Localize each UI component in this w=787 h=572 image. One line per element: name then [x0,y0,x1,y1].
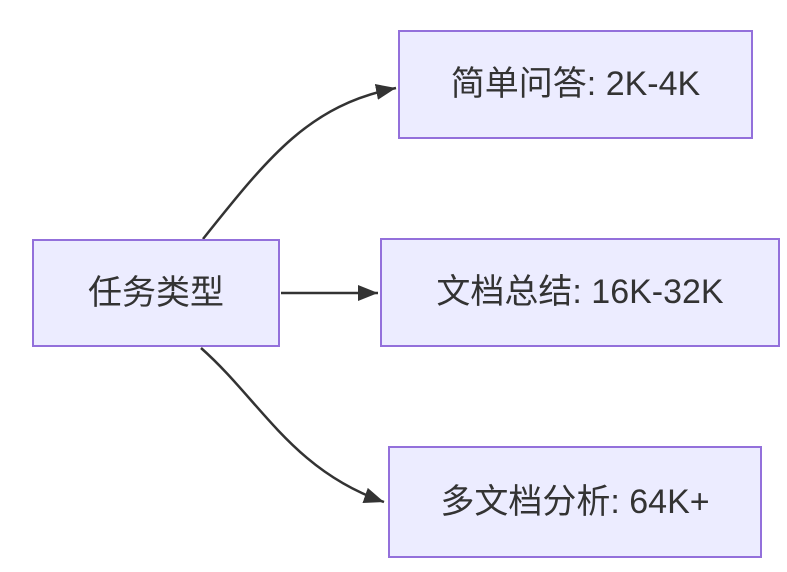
node-simple-qa: 简单问答: 2K-4K [398,30,753,139]
node-multi-doc-analysis-label: 多文档分析: 64K+ [440,482,710,521]
node-task-type: 任务类型 [32,239,280,347]
edge-task-type-to-multi-doc-analysis [200,347,385,504]
node-doc-summary-label: 文档总结: 16K-32K [436,273,724,312]
node-doc-summary: 文档总结: 16K-32K [380,238,780,347]
node-simple-qa-label: 简单问答: 2K-4K [450,65,701,104]
node-task-type-label: 任务类型 [88,273,224,312]
node-multi-doc-analysis: 多文档分析: 64K+ [388,446,762,558]
edge-task-type-to-simple-qa [202,84,397,240]
